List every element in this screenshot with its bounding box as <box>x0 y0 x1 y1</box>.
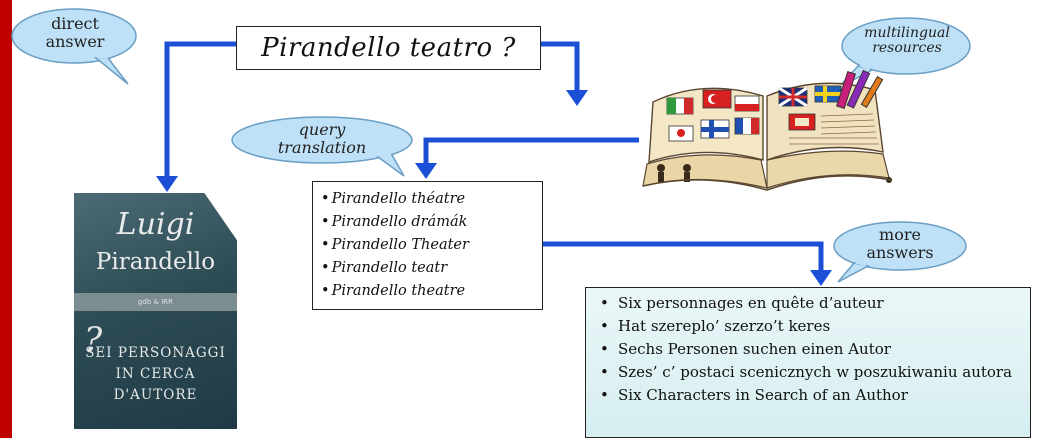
arrowhead-resources <box>566 90 588 106</box>
bubble-query-translation-line-2: translation <box>277 137 367 157</box>
multilingual-book-illustration <box>642 69 892 191</box>
answer-item: Sechs Personen suchen einen Autor <box>600 338 1020 361</box>
arrow-translations-to-answers <box>543 241 824 272</box>
bubble-query-translation: query translation <box>262 121 382 156</box>
translation-item: Pirandello théatre <box>321 188 534 211</box>
translation-item: Pirandello drámák <box>321 211 534 234</box>
book-title-line-3: D'AUTORE <box>113 387 198 403</box>
bubble-more-answers: more answers <box>852 226 948 261</box>
answers-list: Six personnages en quête d’auteur Hat sz… <box>600 292 1020 407</box>
translation-item: Pirandello teatr <box>321 257 534 280</box>
bubble-direct-answer-line-2: answer <box>45 31 105 51</box>
arrowhead-translations <box>415 163 437 179</box>
arrow-query-to-book <box>164 41 236 178</box>
book-publisher-band: gdb & IRR <box>74 293 237 311</box>
bubble-multilingual-line-2: resources <box>872 40 942 57</box>
bubble-query-translation-shape <box>231 116 413 177</box>
arrow-query-to-resources <box>541 41 580 92</box>
answer-item: Six personnages en quête d’auteur <box>600 292 1020 315</box>
book-title-line-1: SEI PERSONAGGI <box>85 345 226 361</box>
answer-item: Szes’ c’ postaci scenicznych w poszukiwa… <box>600 361 1020 384</box>
red-side-bar <box>0 0 12 438</box>
answer-item: Six Characters in Search of an Author <box>600 384 1020 407</box>
arrowhead-book <box>156 176 178 192</box>
bubble-direct-answer: direct answer <box>30 15 120 50</box>
bubble-more-answers-shape <box>833 221 967 283</box>
arrow-resources-to-translations <box>423 137 639 165</box>
book-title-line-2: IN CERCA <box>115 366 196 382</box>
book-cover-image: Luigi Pirandello gdb & IRR ? SEI PERSONA… <box>74 193 237 429</box>
translations-list: Pirandello théatre Pirandello drámák Pir… <box>321 188 534 303</box>
bubble-multilingual-resources: multilingual resources <box>848 25 966 57</box>
bubble-direct-answer-shape <box>11 8 137 85</box>
arrowhead-answers <box>810 270 832 286</box>
bubble-more-answers-line-2: answers <box>866 242 934 262</box>
answers-box: Six personnages en quête d’auteur Hat sz… <box>585 287 1031 438</box>
bubble-direct-answer-line-1: direct <box>51 14 99 33</box>
translations-box: Pirandello théatre Pirandello drámák Pir… <box>312 181 543 310</box>
query-text: Pirandello teatro ? <box>261 33 516 63</box>
bubble-more-answers-line-1: more <box>879 225 921 244</box>
translation-item: Pirandello Theater <box>321 234 534 257</box>
translation-item: Pirandello theatre <box>321 280 534 303</box>
bubble-query-translation-line-1: query <box>298 120 346 139</box>
book-title: SEI PERSONAGGI IN CERCA D'AUTORE <box>80 343 231 406</box>
book-decorative-glyph: ? <box>84 320 103 360</box>
book-author-first: Luigi <box>116 207 195 242</box>
book-author-last: Pirandello <box>95 249 216 275</box>
answer-item: Hat szereplo’ szerzo’t keres <box>600 315 1020 338</box>
query-box: Pirandello teatro ? <box>236 26 541 70</box>
bubble-multilingual-line-1: multilingual <box>864 25 950 41</box>
